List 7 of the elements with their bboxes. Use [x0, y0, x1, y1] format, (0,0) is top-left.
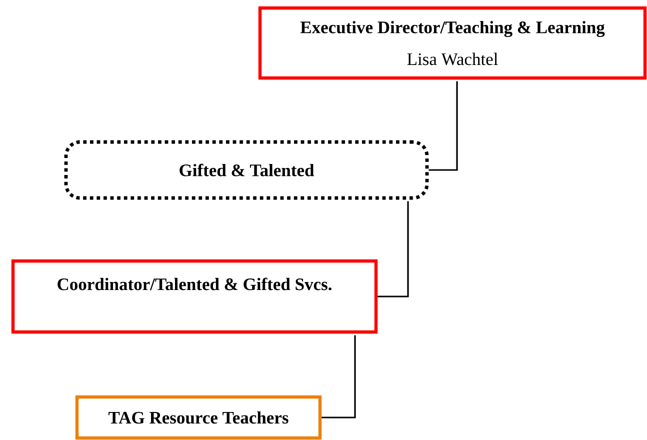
team-box: TAG Resource Teachers: [75, 395, 322, 440]
connector-line: [428, 81, 458, 171]
connector-line: [378, 201, 409, 298]
group-box: Gifted & Talented: [64, 140, 429, 200]
position-box: Executive Director/Teaching & Learning Lisa Wachtel: [258, 6, 647, 80]
position-box: Coordinator/Talented & Gifted Svcs.: [11, 259, 378, 334]
connector-line: [322, 335, 356, 418]
